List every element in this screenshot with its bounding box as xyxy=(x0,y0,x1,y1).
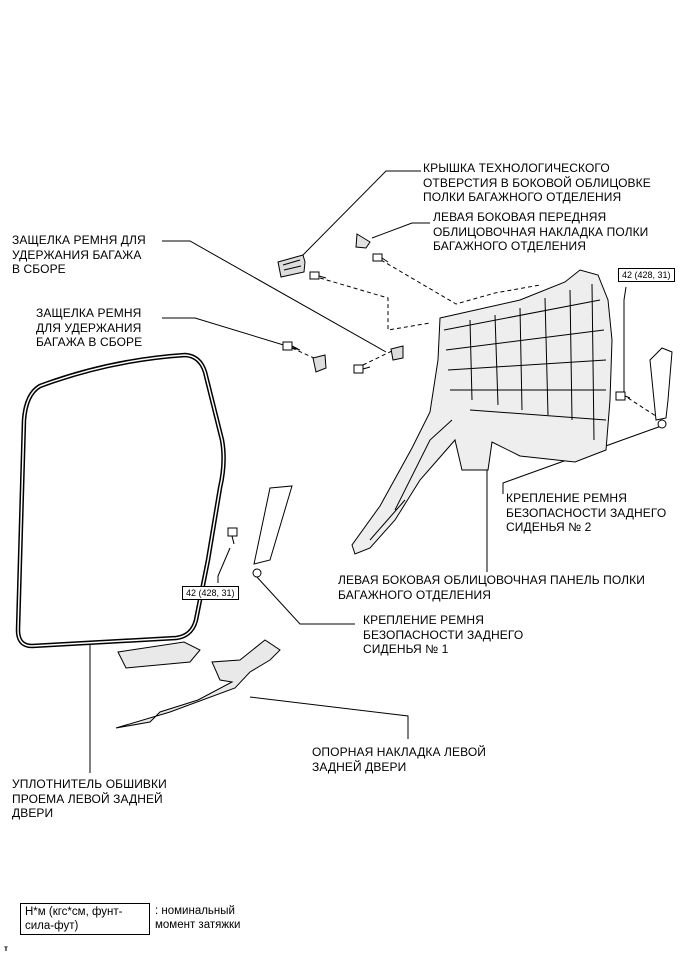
label-side-panel: ЛЕВАЯ БОКОВАЯ ОБЛИЦОВОЧНАЯ ПАНЕЛЬ ПОЛКИ … xyxy=(338,573,645,602)
torque-legend-text: : номинальный момент затяжки xyxy=(155,905,241,931)
bolt-6 xyxy=(227,527,238,545)
leader-latch-1 xyxy=(162,240,387,353)
label-scuff-plate: ОПОРНАЯ НАКЛАДКА ЛЕВОЙ ЗАДНЕЙ ДВЕРИ xyxy=(312,745,487,774)
hole-cover-part xyxy=(277,254,306,278)
bolt-2 xyxy=(372,253,389,263)
leader-hole-cover xyxy=(299,170,421,259)
bolt-5 xyxy=(615,391,631,401)
bolt-1 xyxy=(309,271,327,280)
torque-legend-box: Н*м (кгс*см, фунт- сила-фут) xyxy=(20,903,150,935)
dash-line-1 xyxy=(319,277,431,331)
dash-line-2 xyxy=(380,259,541,305)
latch-part-2 xyxy=(390,345,404,361)
leader-front-trim xyxy=(371,222,430,239)
side-panel-part xyxy=(351,269,613,555)
belt-anchor-2-part xyxy=(649,347,673,429)
leader-scuff-plate xyxy=(249,696,409,739)
latch-part-1 xyxy=(312,354,327,373)
label-hole-cover: КРЫШКА ТЕХНОЛОГИЧЕСКОГО ОТВЕРСТИЯ В БОКО… xyxy=(423,161,651,204)
bolt-4 xyxy=(353,364,371,374)
leader-belt-anchor-1 xyxy=(255,575,355,625)
leader-belt-anchor-2 xyxy=(502,424,665,494)
scuff-plate-part xyxy=(115,639,281,729)
dash-line-4 xyxy=(362,348,397,366)
leader-latch-2 xyxy=(162,317,301,351)
corner-marker: т xyxy=(4,944,8,953)
label-weatherstrip: УПЛОТНИТЕЛЬ ОБШИВКИ ПРОЕМА ЛЕВОЙ ЗАДНЕЙ … xyxy=(12,777,167,820)
leader-torque-right xyxy=(623,286,627,392)
front-trim-part xyxy=(355,233,371,249)
weatherstrip-seal xyxy=(15,352,226,649)
label-latch-2: ЗАЩЕЛКА РЕМНЯ ДЛЯ УДЕРЖАНИЯ БАГАЖА В СБО… xyxy=(36,306,143,349)
belt-anchor-1-part xyxy=(252,485,293,578)
bolt-3 xyxy=(282,341,299,351)
label-latch-1: ЗАЩЕЛКА РЕМНЯ ДЛЯ УДЕРЖАНИЯ БАГАЖА В СБО… xyxy=(12,233,146,276)
leader-torque-left xyxy=(217,547,231,583)
label-belt-anchor-2: КРЕПЛЕНИЕ РЕМНЯ БЕЗОПАСНОСТИ ЗАДНЕГО СИД… xyxy=(506,491,667,534)
label-front-trim: ЛЕВАЯ БОКОВАЯ ПЕРЕДНЯЯ ОБЛИЦОВОЧНАЯ НАКЛ… xyxy=(433,210,649,253)
torque-label-right: 42 (428, 31) xyxy=(618,268,675,282)
torque-label-left: 42 (428, 31) xyxy=(182,586,239,600)
label-belt-anchor-1: КРЕПЛЕНИЕ РЕМНЯ БЕЗОПАСНОСТИ ЗАДНЕГО СИД… xyxy=(363,613,524,656)
